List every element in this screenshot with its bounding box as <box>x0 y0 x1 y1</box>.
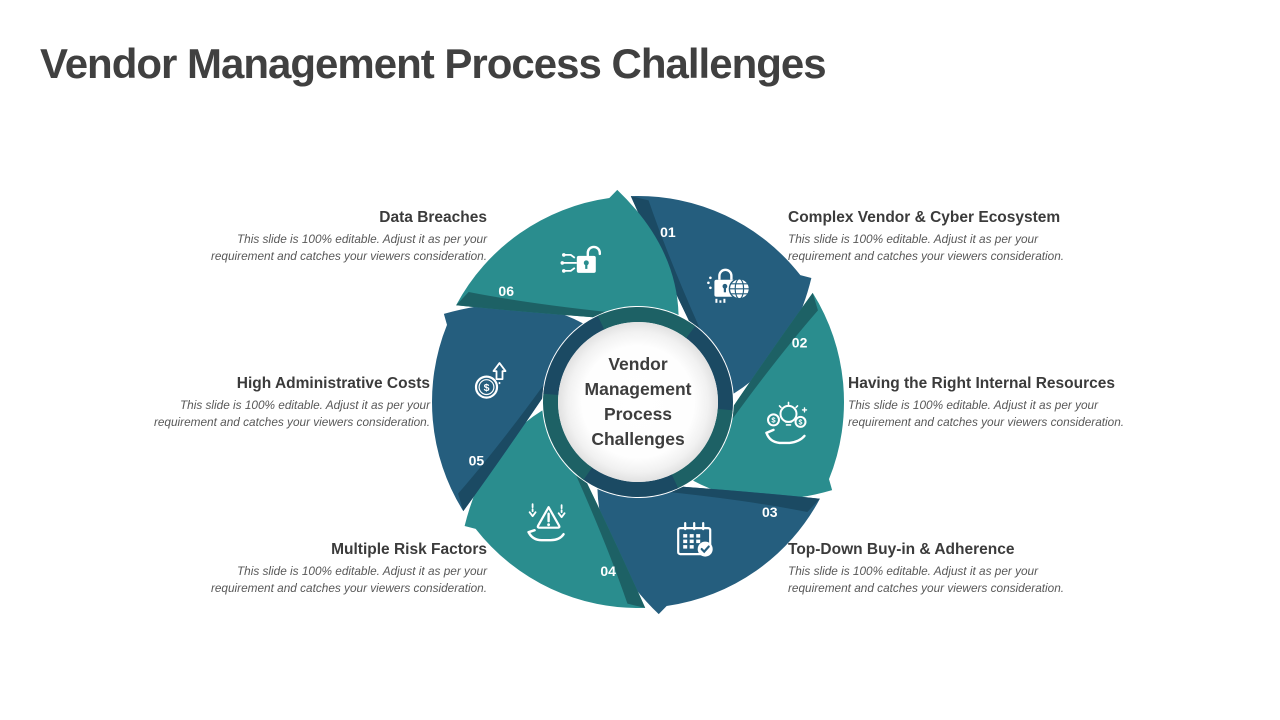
callout-description: This slide is 100% editable. Adjust it a… <box>788 232 1065 263</box>
callout-title: High Administrative Costs <box>236 375 430 392</box>
svg-text:$: $ <box>771 416 776 425</box>
center-label-line: Process <box>603 404 673 424</box>
pinwheel-diagram: 01 02 03 04 05 06 <box>431 189 845 615</box>
svg-text:$: $ <box>799 420 803 427</box>
segment-number-04: 04 <box>600 563 616 579</box>
page-title: Vendor Management Process Challenges <box>40 40 827 87</box>
blade-05 <box>431 304 607 512</box>
center-label-line: Challenges <box>591 429 685 449</box>
callout-description: This slide is 100% editable. Adjust it a… <box>153 398 430 429</box>
center-circle <box>558 322 718 482</box>
segment-number-01: 01 <box>660 224 676 240</box>
callout-title: Top-Down Buy-in & Adherence <box>788 541 1015 558</box>
rising-cost-icon: $ <box>474 362 507 399</box>
blade-04 <box>464 390 646 608</box>
segment-number-02: 02 <box>792 335 808 351</box>
blade-06 <box>456 189 696 339</box>
segment-number-03: 03 <box>762 504 778 520</box>
callout-title: Data Breaches <box>379 209 487 226</box>
callout-admin-costs: High Administrative Costs This slide is … <box>130 374 430 430</box>
segment-number-05: 05 <box>469 452 485 468</box>
center-label-line: Vendor <box>608 354 668 374</box>
callout-description: This slide is 100% editable. Adjust it a… <box>210 564 487 595</box>
svg-text:$: $ <box>484 382 490 394</box>
hand-idea-icon: $ $ <box>765 401 808 445</box>
callout-complex-vendor: Complex Vendor & Cyber Ecosystem This sl… <box>788 208 1100 264</box>
callout-description: This slide is 100% editable. Adjust it a… <box>788 564 1065 595</box>
data-breach-icon <box>560 245 601 273</box>
callout-description: This slide is 100% editable. Adjust it a… <box>210 232 487 263</box>
callout-internal-resources: Having the Right Internal Resources This… <box>848 374 1160 430</box>
lock-globe-icon <box>707 268 751 303</box>
callout-risk-factors: Multiple Risk Factors This slide is 100%… <box>187 540 487 596</box>
segment-number-06: 06 <box>498 283 514 299</box>
diagram-center-label: Vendor Management Process Challenges <box>558 352 718 452</box>
center-label-line: Management <box>584 379 692 399</box>
callout-data-breaches: Data Breaches This slide is 100% editabl… <box>187 208 487 264</box>
callout-description: This slide is 100% editable. Adjust it a… <box>848 398 1125 429</box>
callout-top-down: Top-Down Buy-in & Adherence This slide i… <box>788 540 1100 596</box>
callout-title: Multiple Risk Factors <box>331 541 487 558</box>
callout-title: Having the Right Internal Resources <box>848 375 1115 392</box>
calendar-check-icon <box>677 522 713 557</box>
callout-title: Complex Vendor & Cyber Ecosystem <box>788 209 1061 226</box>
risk-warning-icon <box>527 503 566 542</box>
blade-02 <box>669 292 845 500</box>
